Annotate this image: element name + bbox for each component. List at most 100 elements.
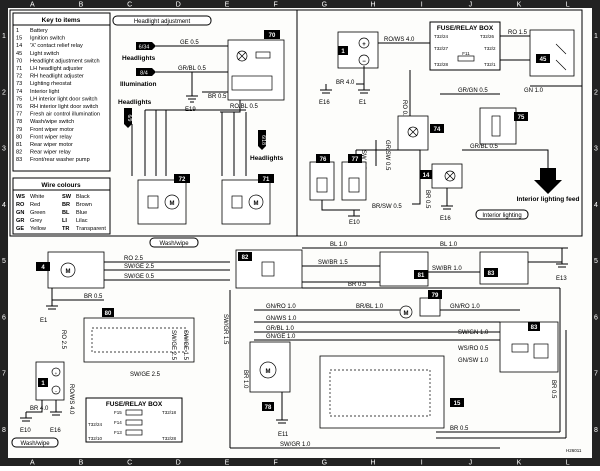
ruler-row-5: 5 bbox=[2, 258, 6, 265]
ruler-col-H: H bbox=[370, 460, 375, 467]
earth-e10-top: E10 bbox=[349, 220, 360, 226]
connector-6-34-label: 6/34 bbox=[139, 45, 150, 51]
key-item-text: Interior light bbox=[30, 89, 60, 95]
headlights-label-3: Headlights bbox=[250, 155, 284, 162]
wire-brsw05: BR/SW 0.5 bbox=[372, 204, 402, 210]
colour-name: Brown bbox=[76, 202, 92, 208]
svg-text:T32/28: T32/28 bbox=[434, 62, 449, 67]
badge-80: 83 bbox=[488, 271, 495, 277]
ruler-col-I: I bbox=[421, 460, 423, 467]
headlights-label-1: Headlights bbox=[122, 55, 156, 62]
key-title: Key to items bbox=[42, 17, 81, 24]
key-item-num: 1 bbox=[16, 28, 19, 34]
colour-name: White bbox=[30, 194, 44, 200]
key-item-text: Front wiper motor bbox=[30, 127, 74, 133]
lh-headlight-adjuster bbox=[221, 179, 271, 225]
fuse-f14: F14 bbox=[114, 420, 122, 425]
colour-name: Blue bbox=[76, 210, 87, 216]
key-item-num: 70 bbox=[16, 58, 22, 64]
wire-swge25: SW/GE 2.5 bbox=[124, 264, 155, 270]
svg-text:+: + bbox=[362, 42, 366, 48]
wire-bl10-b: BL 1.0 bbox=[440, 242, 458, 248]
wire-grgn05: GR/GN 0.5 bbox=[458, 88, 488, 94]
key-item-text: RH interior light door switch bbox=[30, 104, 98, 110]
connector-8-4 bbox=[136, 68, 156, 76]
badge-77: 14 bbox=[423, 173, 430, 179]
fuse-f15: F15 bbox=[114, 410, 122, 415]
rh-headlight-adjuster bbox=[137, 179, 187, 225]
key-item-num: 71 bbox=[16, 66, 22, 72]
key-item-num: 45 bbox=[16, 51, 22, 57]
ruler-col-F: F bbox=[274, 460, 278, 467]
svg-text:T32/27: T32/27 bbox=[434, 46, 449, 51]
key-item-text: Wash/wipe switch bbox=[30, 119, 74, 125]
fusebox-top bbox=[429, 21, 501, 71]
relay-block-4 bbox=[83, 317, 195, 363]
ruler-col-K: K bbox=[517, 460, 522, 467]
svg-text:T32/28: T32/28 bbox=[162, 436, 177, 441]
badge-71: 71 bbox=[263, 177, 270, 183]
connector-6-34 bbox=[136, 42, 156, 50]
key-item-text: Light switch bbox=[30, 51, 59, 57]
svg-text:−: − bbox=[362, 59, 366, 65]
key-item-num: 78 bbox=[16, 119, 22, 125]
ruler-row-1: 1 bbox=[2, 33, 6, 40]
colour-name: Green bbox=[30, 210, 46, 216]
key-item-text: LH headlight adjuster bbox=[30, 66, 83, 72]
key-item-num: 77 bbox=[16, 112, 22, 118]
badge-83: 79 bbox=[432, 293, 439, 299]
badge-73: 75 bbox=[518, 115, 525, 121]
colour-name: Black bbox=[76, 194, 90, 200]
badge-1-bottom: 1 bbox=[41, 381, 45, 387]
svg-text:T32/26: T32/26 bbox=[480, 34, 495, 39]
connector-8-4-label: 8/4 bbox=[140, 71, 148, 77]
wire-gnsw10: GN/SW 1.0 bbox=[458, 358, 489, 364]
front-wiper-motor bbox=[249, 341, 291, 393]
key-item-num: 15 bbox=[16, 36, 22, 42]
wire-sw05: SW 0.5 bbox=[360, 150, 366, 170]
badge-14: 82 bbox=[242, 255, 249, 261]
interior-feed-label: Interior lighting feed bbox=[517, 196, 580, 203]
connector-6-9-label: 6/9 bbox=[126, 115, 132, 122]
key-item-text: Fresh air control illumination bbox=[30, 112, 100, 118]
svg-text:+: + bbox=[55, 371, 58, 376]
interior-light bbox=[397, 115, 429, 151]
key-item-num: 72 bbox=[16, 74, 22, 80]
key-item-text: 'X' contact relief relay bbox=[30, 43, 83, 49]
wire-grbl05: GR/BL 0.5 bbox=[178, 66, 206, 72]
headlight-section: Headlight adjustment 6/34 Headlights 8/4… bbox=[112, 15, 285, 225]
svg-text:M: M bbox=[404, 311, 409, 317]
wire-ge05: GE 0.5 bbox=[180, 40, 199, 46]
fresh-air-illumination bbox=[431, 163, 463, 189]
washwipe-title-bottom: Wash/wipe bbox=[20, 441, 50, 447]
svg-text:83: 83 bbox=[531, 325, 538, 331]
key-item-text: Front/rear washer pump bbox=[30, 157, 90, 163]
wire-brbl10: BR/BL 1.0 bbox=[356, 304, 384, 310]
ruler-col-J: J bbox=[469, 2, 473, 9]
wire-br40-b: BR 4.0 bbox=[30, 406, 49, 412]
colour-code: RO bbox=[16, 202, 25, 208]
wire-ro15: RO 1.5 bbox=[508, 30, 528, 36]
ruler-col-H: H bbox=[370, 2, 375, 9]
ruler-row-5: 5 bbox=[594, 258, 598, 265]
badge-45: 45 bbox=[540, 57, 547, 63]
earth-e13: E13 bbox=[556, 276, 567, 282]
svg-text:M: M bbox=[266, 369, 271, 375]
connector-6-18-label: 6/18 bbox=[260, 135, 266, 145]
key-item-text: RH headlight adjuster bbox=[30, 74, 84, 80]
wire-swbr10: SW/BR 1.0 bbox=[432, 266, 462, 272]
ruler-col-G: G bbox=[322, 2, 327, 9]
wire-wsro05: WS/RO 0.5 bbox=[458, 346, 489, 352]
interior-feed-arrow bbox=[534, 168, 562, 194]
ruler-row-7: 7 bbox=[594, 371, 598, 378]
rh-door-switch bbox=[341, 161, 367, 201]
earth-e1-top: E1 bbox=[359, 100, 367, 106]
footer-code: H26011 bbox=[566, 448, 582, 453]
badge-72: 72 bbox=[179, 177, 186, 183]
key-item-num: 83 bbox=[16, 157, 22, 163]
wire-grsw05: GR/SW 0.5 bbox=[384, 140, 390, 171]
ruler-row-8: 8 bbox=[594, 427, 598, 434]
wire-bl10: BL 1.0 bbox=[330, 242, 348, 248]
earth-e11: E11 bbox=[278, 432, 289, 438]
